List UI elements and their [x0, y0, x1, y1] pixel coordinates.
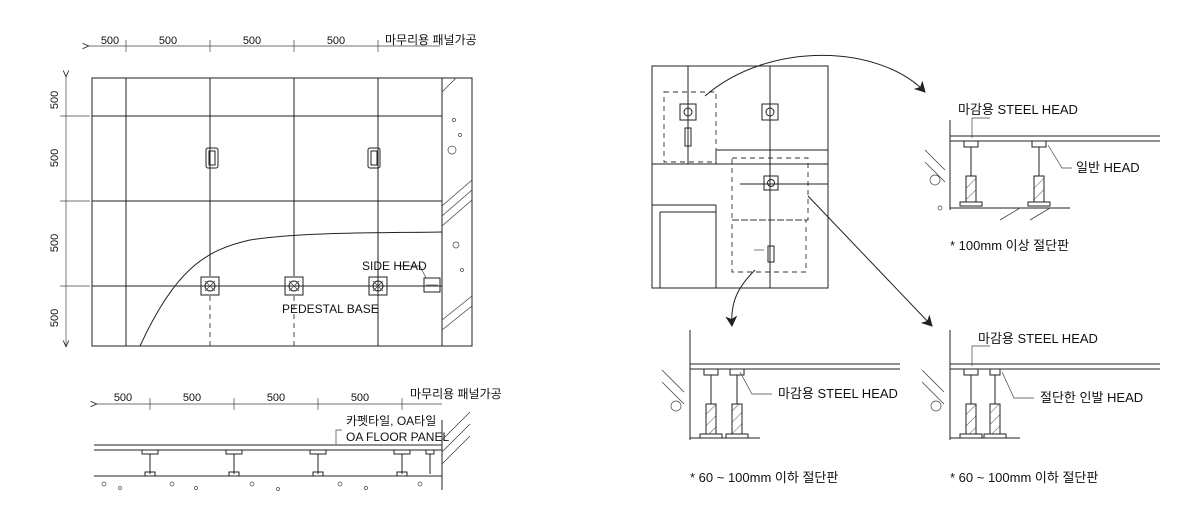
section-finish-note: 마무리용 패널가공 — [410, 387, 502, 401]
side-head-symbol — [423, 277, 441, 293]
plan-dim-left-1: 500 — [49, 91, 61, 109]
detail-tr-head1: 마감용 STEEL HEAD — [958, 102, 1078, 117]
pedestal-base-1 — [200, 276, 220, 296]
side-head-label: SIDE HEAD — [362, 259, 427, 273]
detail-br-note: * 60 ~ 100mm 이하 절단판 — [950, 470, 1098, 485]
plan-finish-note: 마무리용 패널가공 — [385, 33, 477, 47]
section-dim-3: 500 — [267, 392, 285, 404]
plan-dim-left-4: 500 — [49, 309, 61, 327]
detail-br-head2: 절단한 인발 HEAD — [1040, 390, 1143, 405]
plan-dim-left-3: 500 — [49, 234, 61, 252]
section-dim-4: 500 — [351, 392, 369, 404]
pedestal-base-label: PEDESTAL BASE — [282, 302, 379, 316]
section-dim-1: 500 — [114, 392, 132, 404]
pedestal-base-3 — [368, 276, 388, 296]
plan-dim-top-1: 500 — [101, 35, 119, 47]
section-dim-2: 500 — [183, 392, 201, 404]
detail-bl-head1: 마감용 STEEL HEAD — [778, 386, 898, 401]
detail-top-right: 마감용 STEEL HEAD 일반 HEAD * 100mm 이상 절단판 — [924, 102, 1160, 253]
tile-label: 카펫타일, OA타일 — [346, 414, 436, 428]
plan-dim-top-2: 500 — [159, 35, 177, 47]
plan-dim-top-3: 500 — [243, 35, 261, 47]
pedestal-base-2 — [284, 276, 304, 296]
panel-label: OA FLOOR PANEL — [346, 430, 449, 444]
key-plan — [651, 54, 933, 327]
floor-section: 500 500 500 500 마무리용 패널가공 카펫타일, OA타일 OA … — [94, 387, 502, 491]
floor-plan: 500 500 500 500 마무리용 패널가공 500 500 500 50… — [49, 33, 477, 346]
detail-bottom-right: 마감용 STEEL HEAD 절단한 인발 HEAD * 60 ~ 100mm … — [921, 330, 1160, 485]
detail-bl-note: * 60 ~ 100mm 이하 절단판 — [690, 470, 838, 485]
detail-bottom-left: 마감용 STEEL HEAD * 60 ~ 100mm 이하 절단판 — [661, 330, 900, 485]
detail-tr-head2: 일반 HEAD — [1076, 160, 1140, 175]
plan-dim-top-4: 500 — [327, 35, 345, 47]
detail-tr-note: * 100mm 이상 절단판 — [950, 238, 1069, 253]
plan-dim-left-2: 500 — [49, 149, 61, 167]
detail-br-head1: 마감용 STEEL HEAD — [978, 331, 1098, 346]
